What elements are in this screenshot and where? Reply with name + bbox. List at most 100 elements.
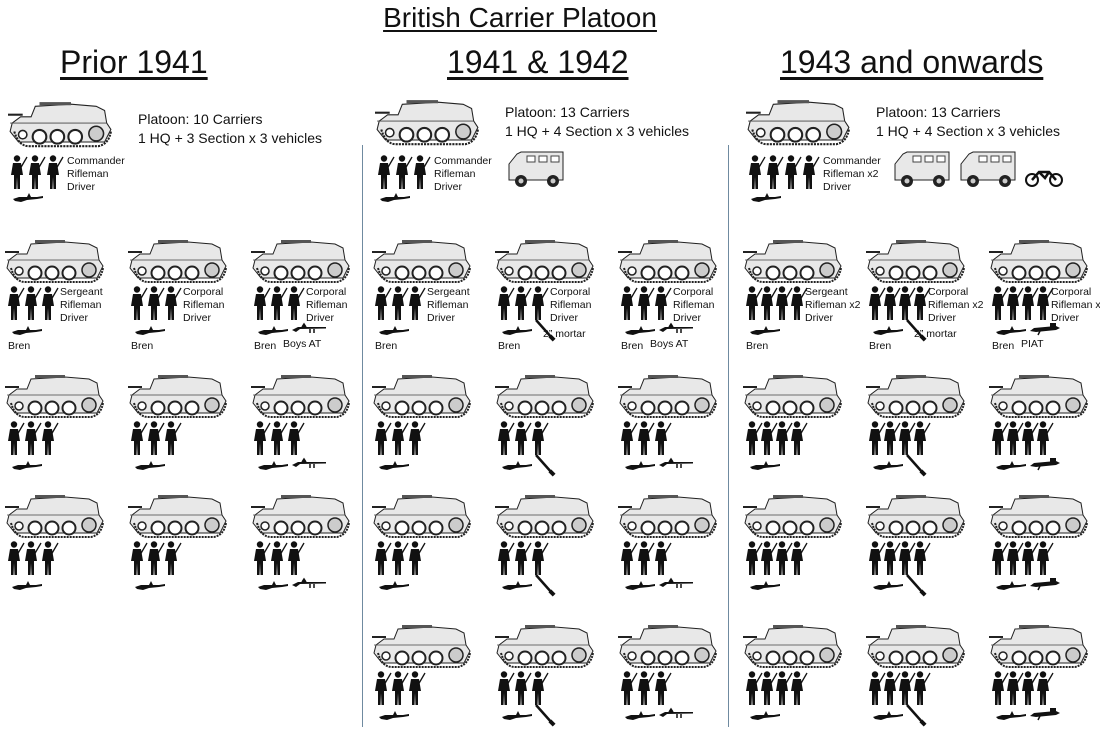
soldier-icon bbox=[164, 285, 182, 321]
carrier-icon bbox=[373, 99, 479, 146]
soldier-icon bbox=[802, 154, 820, 190]
soldier-icon bbox=[637, 285, 655, 321]
role-label: Corporal bbox=[928, 286, 969, 298]
soldier-icon bbox=[1021, 670, 1039, 706]
bren-icon bbox=[996, 461, 1026, 470]
soldier-icon bbox=[775, 285, 793, 321]
role-label: Rifleman bbox=[67, 168, 109, 180]
role-label: Driver bbox=[673, 312, 701, 324]
soldier-icon bbox=[991, 540, 1009, 576]
carrier-icon bbox=[742, 239, 842, 283]
divider-left bbox=[362, 145, 363, 727]
soldier-icon bbox=[377, 154, 395, 190]
boys-at-icon bbox=[658, 578, 694, 589]
soldier-icon bbox=[745, 670, 763, 706]
soldier-icon bbox=[748, 154, 766, 190]
bren-icon bbox=[873, 711, 903, 720]
piat-icon bbox=[1029, 707, 1061, 721]
bren-icon bbox=[135, 581, 165, 590]
role-label: Rifleman x2 bbox=[1051, 299, 1100, 311]
soldier-icon bbox=[991, 285, 1009, 321]
soldier-icon bbox=[408, 540, 426, 576]
soldier-icon bbox=[374, 670, 392, 706]
truck-icon bbox=[894, 151, 950, 188]
bren-icon bbox=[380, 193, 410, 202]
soldier-icon bbox=[24, 285, 42, 321]
soldier-icon bbox=[164, 420, 182, 456]
role-label: Commander bbox=[67, 155, 125, 167]
soldier-icon bbox=[514, 420, 532, 456]
role-label: Rifleman x2 bbox=[823, 168, 879, 180]
platoon-composition: 1 HQ + 3 Section x 3 vehicles bbox=[138, 130, 323, 146]
soldier-icon bbox=[654, 420, 672, 456]
soldier-icon bbox=[790, 540, 808, 576]
carrier-icon bbox=[250, 494, 350, 538]
soldier-icon bbox=[514, 670, 532, 706]
bren-icon bbox=[625, 461, 655, 470]
carrier-icon bbox=[988, 374, 1088, 418]
soldier-icon bbox=[1036, 540, 1054, 576]
role-label: Driver bbox=[805, 312, 833, 324]
soldier-icon bbox=[868, 420, 886, 456]
soldier-icon bbox=[898, 670, 916, 706]
soldier-icon bbox=[760, 670, 778, 706]
role-label: Rifleman bbox=[183, 299, 225, 311]
motorcycle-icon bbox=[1024, 170, 1064, 188]
role-label: Corporal bbox=[1051, 286, 1092, 298]
soldier-icon bbox=[898, 285, 916, 321]
soldier-icon bbox=[1006, 540, 1024, 576]
weapon-label: Bren bbox=[498, 340, 521, 352]
carrier-icon bbox=[865, 239, 965, 283]
weapon-label: Bren bbox=[254, 340, 277, 352]
soldier-icon bbox=[898, 540, 916, 576]
soldier-icon bbox=[637, 420, 655, 456]
role-label: Rifleman bbox=[427, 299, 469, 311]
soldier-icon bbox=[760, 540, 778, 576]
role-label: Rifleman bbox=[550, 299, 592, 311]
carrier-icon bbox=[494, 494, 594, 538]
bren-icon bbox=[751, 193, 781, 202]
soldier-icon bbox=[391, 420, 409, 456]
soldier-icon bbox=[408, 670, 426, 706]
soldier-icon bbox=[991, 670, 1009, 706]
soldier-icon bbox=[1006, 670, 1024, 706]
bren-icon bbox=[135, 461, 165, 470]
soldier-icon bbox=[775, 540, 793, 576]
soldier-icon bbox=[164, 540, 182, 576]
soldier-icon bbox=[531, 285, 549, 321]
soldier-icon bbox=[1006, 420, 1024, 456]
platoon-composition: 1 HQ + 4 Section x 3 vehicles bbox=[505, 123, 690, 139]
soldier-icon bbox=[408, 285, 426, 321]
column-title: 1941 & 1942 bbox=[447, 44, 629, 80]
soldier-icon bbox=[497, 670, 515, 706]
role-label: Corporal bbox=[183, 286, 224, 298]
soldier-icon bbox=[1021, 540, 1039, 576]
soldier-icon bbox=[514, 285, 532, 321]
bren-icon bbox=[502, 461, 532, 470]
page-title-text: British Carrier Platoon bbox=[383, 2, 657, 33]
role-label: Driver bbox=[183, 312, 211, 324]
carrier-icon bbox=[865, 374, 965, 418]
role-label: Driver bbox=[928, 312, 956, 324]
soldier-icon bbox=[620, 285, 638, 321]
carrier-icon bbox=[371, 374, 471, 418]
soldier-icon bbox=[654, 540, 672, 576]
bren-icon bbox=[625, 711, 655, 720]
soldier-icon bbox=[790, 670, 808, 706]
soldier-icon bbox=[130, 285, 148, 321]
role-label: Driver bbox=[550, 312, 578, 324]
soldier-icon bbox=[41, 285, 59, 321]
role-label: Driver bbox=[823, 181, 851, 193]
soldier-icon bbox=[883, 540, 901, 576]
soldier-icon bbox=[883, 670, 901, 706]
soldier-icon bbox=[868, 540, 886, 576]
soldier-icon bbox=[130, 420, 148, 456]
soldier-icon bbox=[7, 420, 25, 456]
carrier-icon bbox=[250, 374, 350, 418]
bren-icon bbox=[873, 581, 903, 590]
carrier-icon bbox=[4, 494, 104, 538]
role-label: Rifleman bbox=[434, 168, 476, 180]
